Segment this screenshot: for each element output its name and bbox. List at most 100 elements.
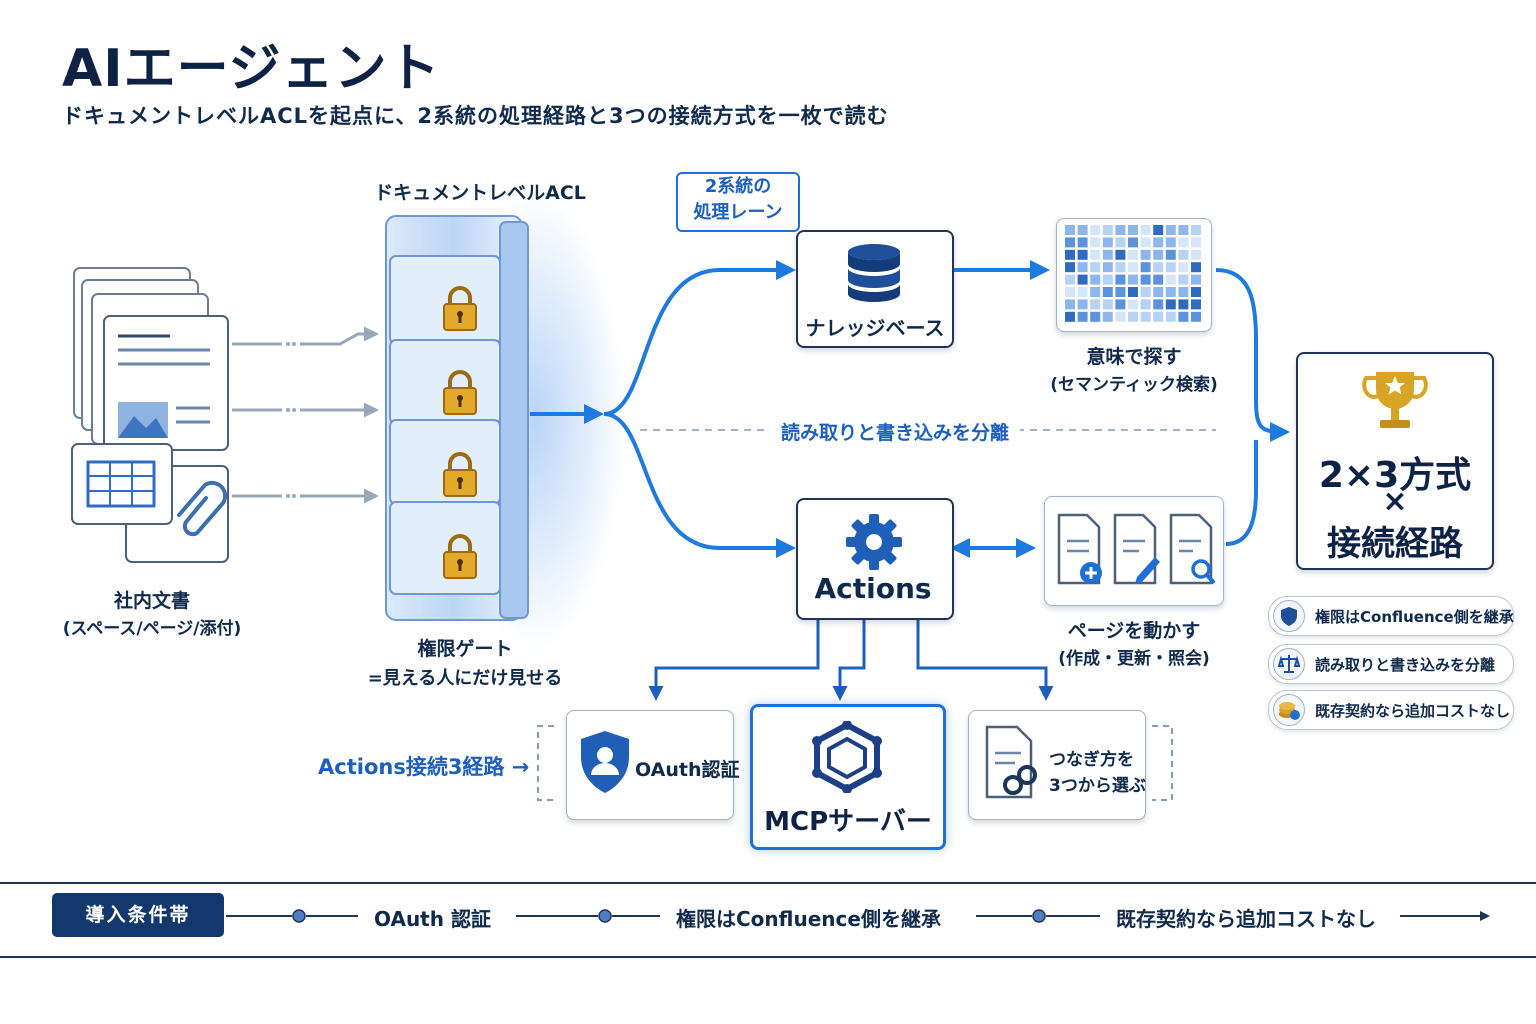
grid-cell	[1115, 311, 1126, 322]
docs-to-gate-arrows	[232, 326, 379, 504]
grid-cell	[1140, 262, 1151, 273]
grid-cell	[1065, 225, 1075, 235]
grid-cell	[1140, 225, 1151, 235]
grid-cell	[1090, 274, 1101, 285]
grid-cell	[1128, 299, 1138, 310]
gate-label: 権限ゲート	[417, 638, 513, 660]
grid-cell	[1065, 274, 1075, 285]
actions-branch-lines	[648, 618, 1054, 701]
document-stack-icon	[71, 267, 229, 563]
grid-cell	[1090, 287, 1101, 297]
semantic-search-card	[1056, 218, 1212, 332]
benefit-pill-separation: 読み取りと書き込みを分離	[1268, 644, 1514, 684]
grid-cell	[1178, 287, 1189, 297]
grid-cell	[1128, 249, 1138, 260]
grid-cell	[1065, 299, 1075, 310]
actions-card	[796, 498, 954, 620]
grid-cell	[1140, 237, 1151, 248]
grid-cell	[1077, 225, 1088, 235]
lane-tag-line-2: 処理レーン	[693, 202, 783, 223]
grid-cell	[1077, 262, 1088, 273]
choose-label-2: 3つから選ぶ	[1049, 776, 1146, 796]
result-box: 2×3方式 × 接続経路	[1296, 352, 1494, 570]
actions-label: Actions	[814, 572, 932, 605]
grid-cell	[1153, 249, 1164, 260]
grid-cell	[1128, 225, 1138, 235]
grid-cell	[1140, 274, 1151, 285]
lane-tag: 2系統の 処理レーン	[676, 172, 800, 232]
grid-cell	[1153, 225, 1164, 235]
grid-cell	[1065, 249, 1075, 260]
grid-cell	[1191, 249, 1201, 260]
page-subtitle: ドキュメントレベルACLを起点に、2系統の処理経路と3つの接続方式を一枚で読む	[62, 104, 889, 128]
grid-cell	[1140, 249, 1151, 260]
grid-cell	[1065, 237, 1075, 248]
grid-cell	[1153, 274, 1164, 285]
grid-cell	[1165, 225, 1176, 235]
permission-gate	[385, 215, 529, 621]
grid-cell	[1077, 311, 1088, 322]
grid-cell	[1102, 274, 1113, 285]
grid-cell	[1153, 299, 1164, 310]
vector-grid-icon	[1065, 225, 1201, 322]
grid-cell	[1178, 249, 1189, 260]
grid-cell	[1165, 287, 1176, 297]
pages-sublabel: (作成・更新・照会)	[1058, 649, 1210, 669]
grid-cell	[1115, 287, 1126, 297]
grid-cell	[1090, 237, 1101, 248]
grid-cell	[1191, 262, 1201, 273]
pages-label: ページを動かす	[1067, 620, 1201, 642]
grid-cell	[1178, 311, 1189, 322]
shield-icon	[1273, 600, 1305, 632]
grid-cell	[1102, 225, 1113, 235]
mcp-server-card: MCPサーバー	[750, 704, 946, 850]
band-item-inherit: 権限はConfluence側を継承	[676, 907, 941, 931]
grid-cell	[1128, 274, 1138, 285]
grid-cell	[1128, 287, 1138, 297]
grid-cell	[1153, 311, 1164, 322]
band-tag: 導入条件帯	[52, 893, 224, 937]
page-operations-card	[1044, 496, 1224, 606]
user-shield-icon	[581, 731, 629, 793]
gate-sublabel: =見える人にだけ見せる	[367, 668, 563, 689]
grid-cell	[1102, 287, 1113, 297]
grid-cell	[1077, 287, 1088, 297]
edit-icon	[1135, 557, 1160, 584]
benefit-pill-cost: 既存契約なら追加コストなし	[1268, 690, 1514, 730]
grid-cell	[1178, 299, 1189, 310]
grid-cell	[1077, 249, 1088, 260]
grid-cell	[1115, 225, 1126, 235]
page-operation-icons	[1057, 513, 1216, 585]
grid-cell	[1128, 237, 1138, 248]
grid-cell	[1191, 311, 1201, 322]
mcp-label: MCPサーバー	[764, 807, 932, 837]
grid-cell	[1191, 237, 1201, 248]
grid-cell	[1191, 274, 1201, 285]
grid-cell	[1153, 237, 1164, 248]
grid-cell	[1128, 262, 1138, 273]
hexagon-network-icon	[812, 721, 882, 793]
grid-cell	[1065, 262, 1075, 273]
grid-cell	[1178, 225, 1189, 235]
trophy-icon	[1362, 372, 1428, 428]
lane-tag-line-1: 2系統の	[704, 176, 772, 197]
grid-cell	[1115, 249, 1126, 260]
grid-cell	[1178, 262, 1189, 273]
result-line-1: 2×3方式	[1318, 455, 1472, 496]
benefit-label: 読み取りと書き込みを分離	[1315, 656, 1496, 674]
band-connector	[226, 909, 1490, 923]
grid-cell	[1165, 249, 1176, 260]
grid-cell	[1102, 249, 1113, 260]
grid-cell	[1165, 237, 1176, 248]
grid-cell	[1165, 262, 1176, 273]
grid-cell	[1140, 299, 1151, 310]
result-line-2: ×	[1382, 484, 1408, 519]
grid-cell	[1115, 237, 1126, 248]
grid-cell	[1165, 274, 1176, 285]
database-icon	[848, 244, 900, 302]
grid-cell	[1102, 311, 1113, 322]
grid-cell	[1102, 299, 1113, 310]
grid-cell	[1065, 287, 1075, 297]
semantic-sublabel: (セマンティック検索)	[1050, 375, 1218, 395]
grid-cell	[1178, 274, 1189, 285]
